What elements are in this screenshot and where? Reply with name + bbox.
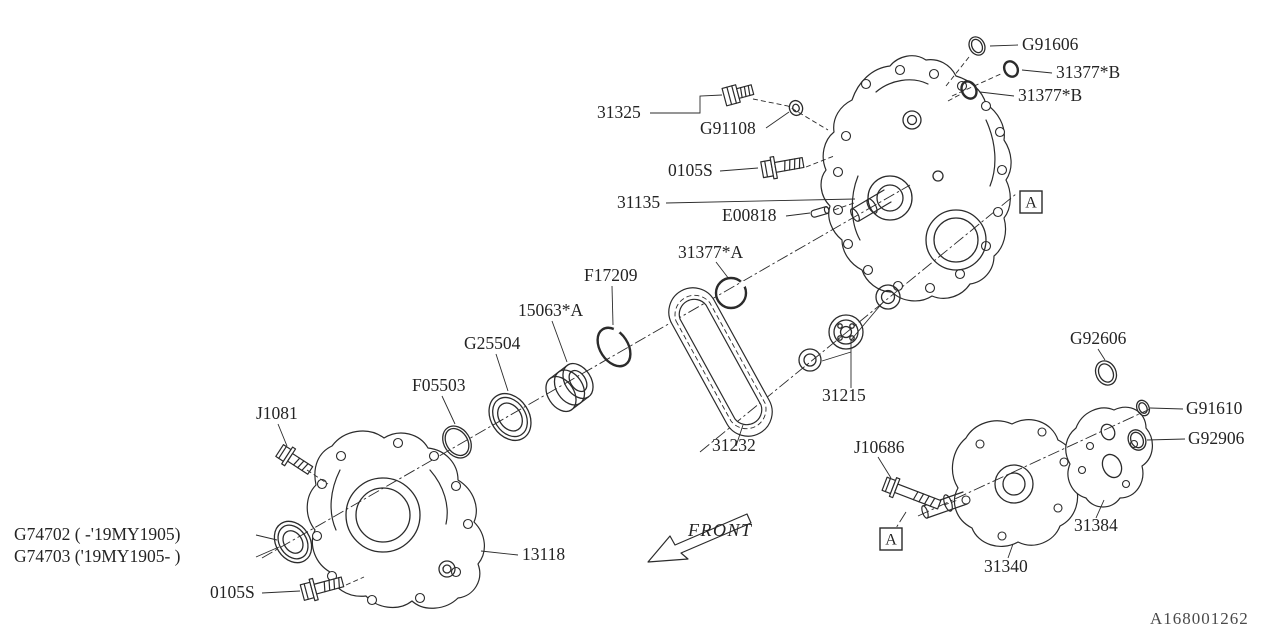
ref-marker-a-1[interactable]: A bbox=[1019, 190, 1043, 214]
part-label-g74702-19my1905[interactable]: G74702 ( -'19MY1905) bbox=[14, 524, 181, 544]
ring-f05503 bbox=[442, 425, 472, 459]
part-label-31135[interactable]: 31135 bbox=[617, 192, 660, 212]
part-label-13118[interactable]: 13118 bbox=[522, 544, 565, 564]
part-label-0105s-2[interactable]: 0105S bbox=[210, 582, 255, 602]
assembly-axis-lines bbox=[261, 184, 1151, 559]
oil-pump-gasket bbox=[1065, 406, 1153, 508]
drawing-number: A168001262 bbox=[1150, 609, 1249, 628]
snap-ring-31377b-2 bbox=[960, 80, 978, 100]
pin-e00818 bbox=[810, 206, 830, 218]
part-label-g91610[interactable]: G91610 bbox=[1186, 398, 1243, 418]
leader-lines bbox=[255, 44, 1186, 594]
oil-seal-g74702 bbox=[273, 520, 313, 564]
part-label-e00818[interactable]: E00818 bbox=[722, 205, 777, 225]
part-label-31340[interactable]: 31340 bbox=[984, 556, 1028, 576]
o-ring-g91606 bbox=[968, 36, 986, 56]
plug-31325 bbox=[721, 84, 755, 107]
part-label-f17209[interactable]: F17209 bbox=[584, 265, 638, 285]
part-label-j10686[interactable]: J10686 bbox=[854, 437, 905, 457]
ref-letter: A bbox=[1025, 195, 1037, 212]
part-label-g25504[interactable]: G25504 bbox=[464, 333, 521, 353]
part-label-31232[interactable]: 31232 bbox=[712, 435, 756, 455]
o-ring-g91610 bbox=[1135, 399, 1151, 417]
bushing-15063a bbox=[545, 362, 594, 413]
part-label-31384[interactable]: 31384 bbox=[1074, 515, 1118, 535]
pump-drive-shaft bbox=[921, 491, 968, 519]
part-label-g74703-19my1905[interactable]: G74703 ('19MY1905- ) bbox=[14, 546, 181, 566]
part-label-31377-b-2[interactable]: 31377*B bbox=[1018, 85, 1082, 105]
snap-ring-31377b-1 bbox=[1002, 60, 1020, 78]
ref-marker-a-2[interactable]: A bbox=[879, 527, 903, 551]
ref-box bbox=[879, 527, 903, 551]
part-label-g92606[interactable]: G92606 bbox=[1070, 328, 1127, 348]
oil-pump-details bbox=[921, 427, 1069, 541]
bolt-j10686 bbox=[881, 476, 942, 510]
front-label: FRONT bbox=[687, 520, 753, 540]
part-label-0105s[interactable]: 0105S bbox=[668, 160, 713, 180]
oil-seal-g25504 bbox=[488, 392, 532, 442]
oil-pump-sprocket-set bbox=[798, 284, 901, 372]
ref-letter: A bbox=[885, 532, 897, 549]
snap-ring-f17209 bbox=[596, 326, 632, 368]
part-label-j1081[interactable]: J1081 bbox=[256, 403, 298, 423]
gasket-details bbox=[1077, 423, 1139, 489]
bolt-0105s-bottom bbox=[299, 576, 345, 602]
part-label-f05503[interactable]: F05503 bbox=[412, 375, 466, 395]
ref-box bbox=[1019, 190, 1043, 214]
dashed-alignment-lines bbox=[306, 56, 1004, 586]
transmission-case-cover bbox=[820, 55, 1012, 302]
bolt-j1081 bbox=[275, 444, 314, 475]
part-label-g91108[interactable]: G91108 bbox=[700, 118, 756, 138]
part-label-31325[interactable]: 31325 bbox=[597, 102, 641, 122]
snap-ring-31377a bbox=[714, 276, 748, 310]
front-indicator: FRONT bbox=[647, 513, 753, 563]
part-label-31377-a[interactable]: 31377*A bbox=[678, 242, 744, 262]
part-label-g92906[interactable]: G92906 bbox=[1188, 428, 1245, 448]
part-label-31215[interactable]: 31215 bbox=[822, 385, 866, 405]
part-label-15063-a[interactable]: 15063*A bbox=[518, 300, 584, 320]
o-ring-g92606 bbox=[1094, 360, 1118, 386]
case-cover-details bbox=[832, 64, 1008, 294]
o-ring-g92906 bbox=[1127, 429, 1147, 451]
ref-markers: AA bbox=[879, 190, 1043, 551]
input-shaft-31135 bbox=[850, 175, 913, 222]
part-label-31377-b[interactable]: 31377*B bbox=[1056, 62, 1120, 82]
front-arrow-icon bbox=[647, 513, 752, 563]
bolt-0105s-top bbox=[760, 155, 805, 180]
oil-pump-chain bbox=[668, 287, 773, 437]
part-label-g91606[interactable]: G91606 bbox=[1022, 34, 1079, 54]
front-cover-details bbox=[311, 437, 474, 606]
oil-pump-body bbox=[951, 419, 1079, 547]
